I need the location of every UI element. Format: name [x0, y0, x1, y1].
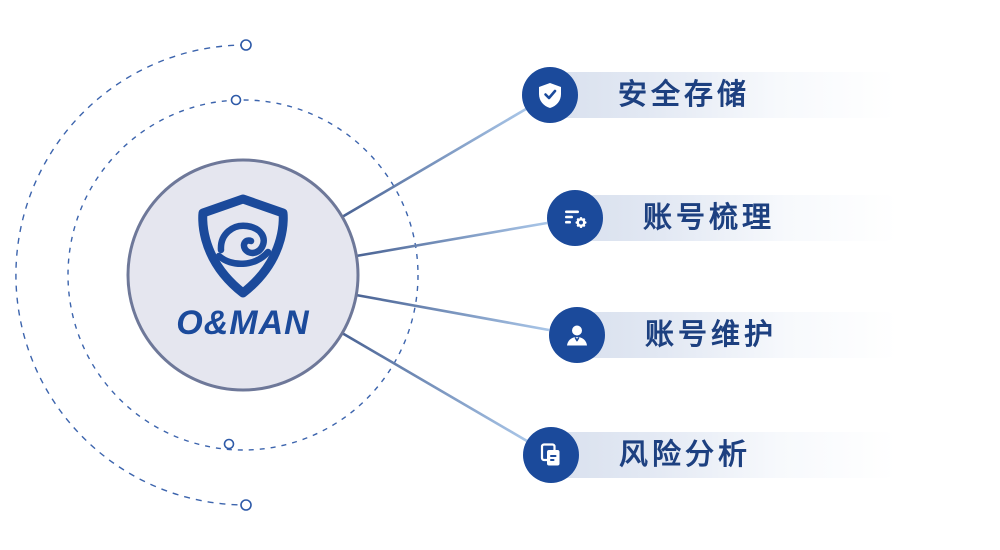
feature-pill [533, 432, 908, 478]
connector-line-2 [355, 221, 548, 258]
connector-line-1 [341, 107, 527, 219]
connector-line-3 [355, 293, 550, 332]
account-list-gear-icon [547, 190, 603, 246]
orbit-dot [223, 438, 235, 450]
orbit-dot [230, 94, 242, 106]
shield-wave-logo-icon [198, 194, 288, 298]
feature-label: 安全存储 [618, 79, 751, 111]
feature-pill [557, 195, 908, 241]
feature-pill [532, 72, 908, 118]
feature-row-risk-analysis: 风险分析 [523, 427, 908, 483]
outer-dashed-arc [15, 44, 247, 506]
shield-check-icon [522, 67, 578, 123]
feature-label: 账号维护 [645, 319, 778, 351]
copy-documents-icon [523, 427, 579, 483]
orbit-dot [240, 39, 252, 51]
feature-row-secure-storage: 安全存储 [522, 67, 908, 123]
feature-label: 风险分析 [619, 439, 752, 471]
inner-dashed-circle [67, 99, 419, 451]
feature-row-account-sorting: 账号梳理 [547, 190, 908, 246]
connector-line-4 [341, 331, 528, 443]
feature-label: 账号梳理 [643, 202, 776, 234]
brand-logo: O&MAN [143, 194, 343, 343]
feature-pill [559, 312, 908, 358]
center-circle [126, 158, 360, 392]
feature-row-account-maintenance: 账号维护 [549, 307, 908, 363]
brand-name: O&MAN [176, 304, 310, 342]
orbit-dot [240, 499, 252, 511]
user-icon [549, 307, 605, 363]
